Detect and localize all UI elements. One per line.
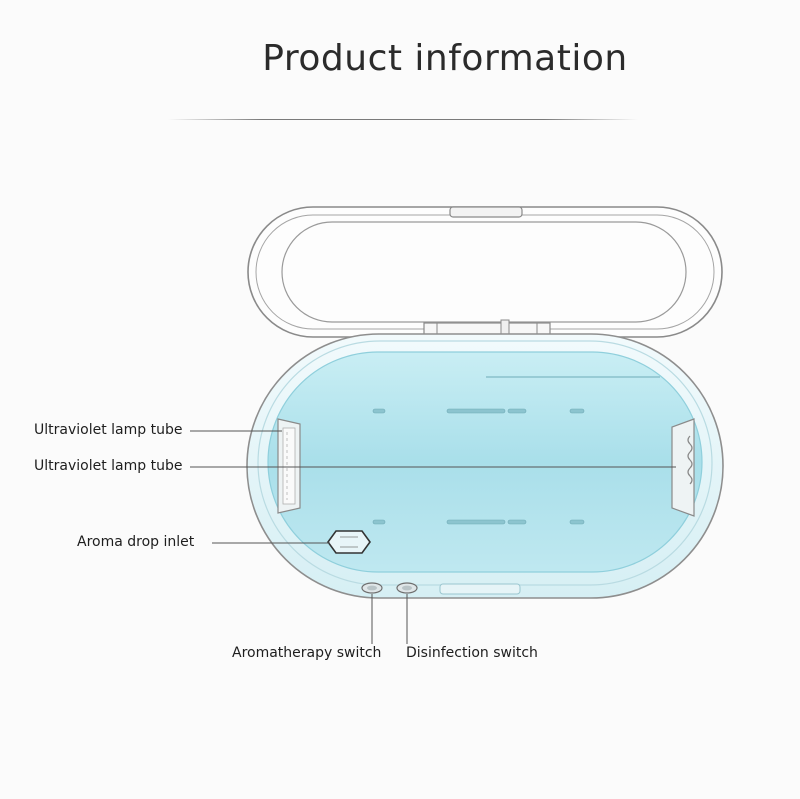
label-uv-lamp-bottom: Ultraviolet lamp tube [34, 458, 183, 474]
page-title: Product information [262, 38, 628, 79]
label-aromatherapy-switch: Aromatherapy switch [232, 645, 382, 661]
disinfection-switch [396, 582, 418, 594]
label-aroma-inlet: Aroma drop inlet [77, 534, 195, 550]
label-disinfection-switch: Disinfection switch [406, 645, 538, 661]
uv-lamp-left [277, 418, 301, 514]
aroma-inlet [327, 530, 371, 554]
uv-lamp-right [671, 418, 695, 517]
tray-slots [372, 408, 585, 525]
title-divider [168, 119, 638, 120]
lid [247, 206, 723, 338]
base [246, 333, 724, 599]
label-uv-lamp-top: Ultraviolet lamp tube [34, 422, 183, 438]
leader-lines [190, 430, 676, 644]
aromatherapy-switch [361, 582, 383, 594]
